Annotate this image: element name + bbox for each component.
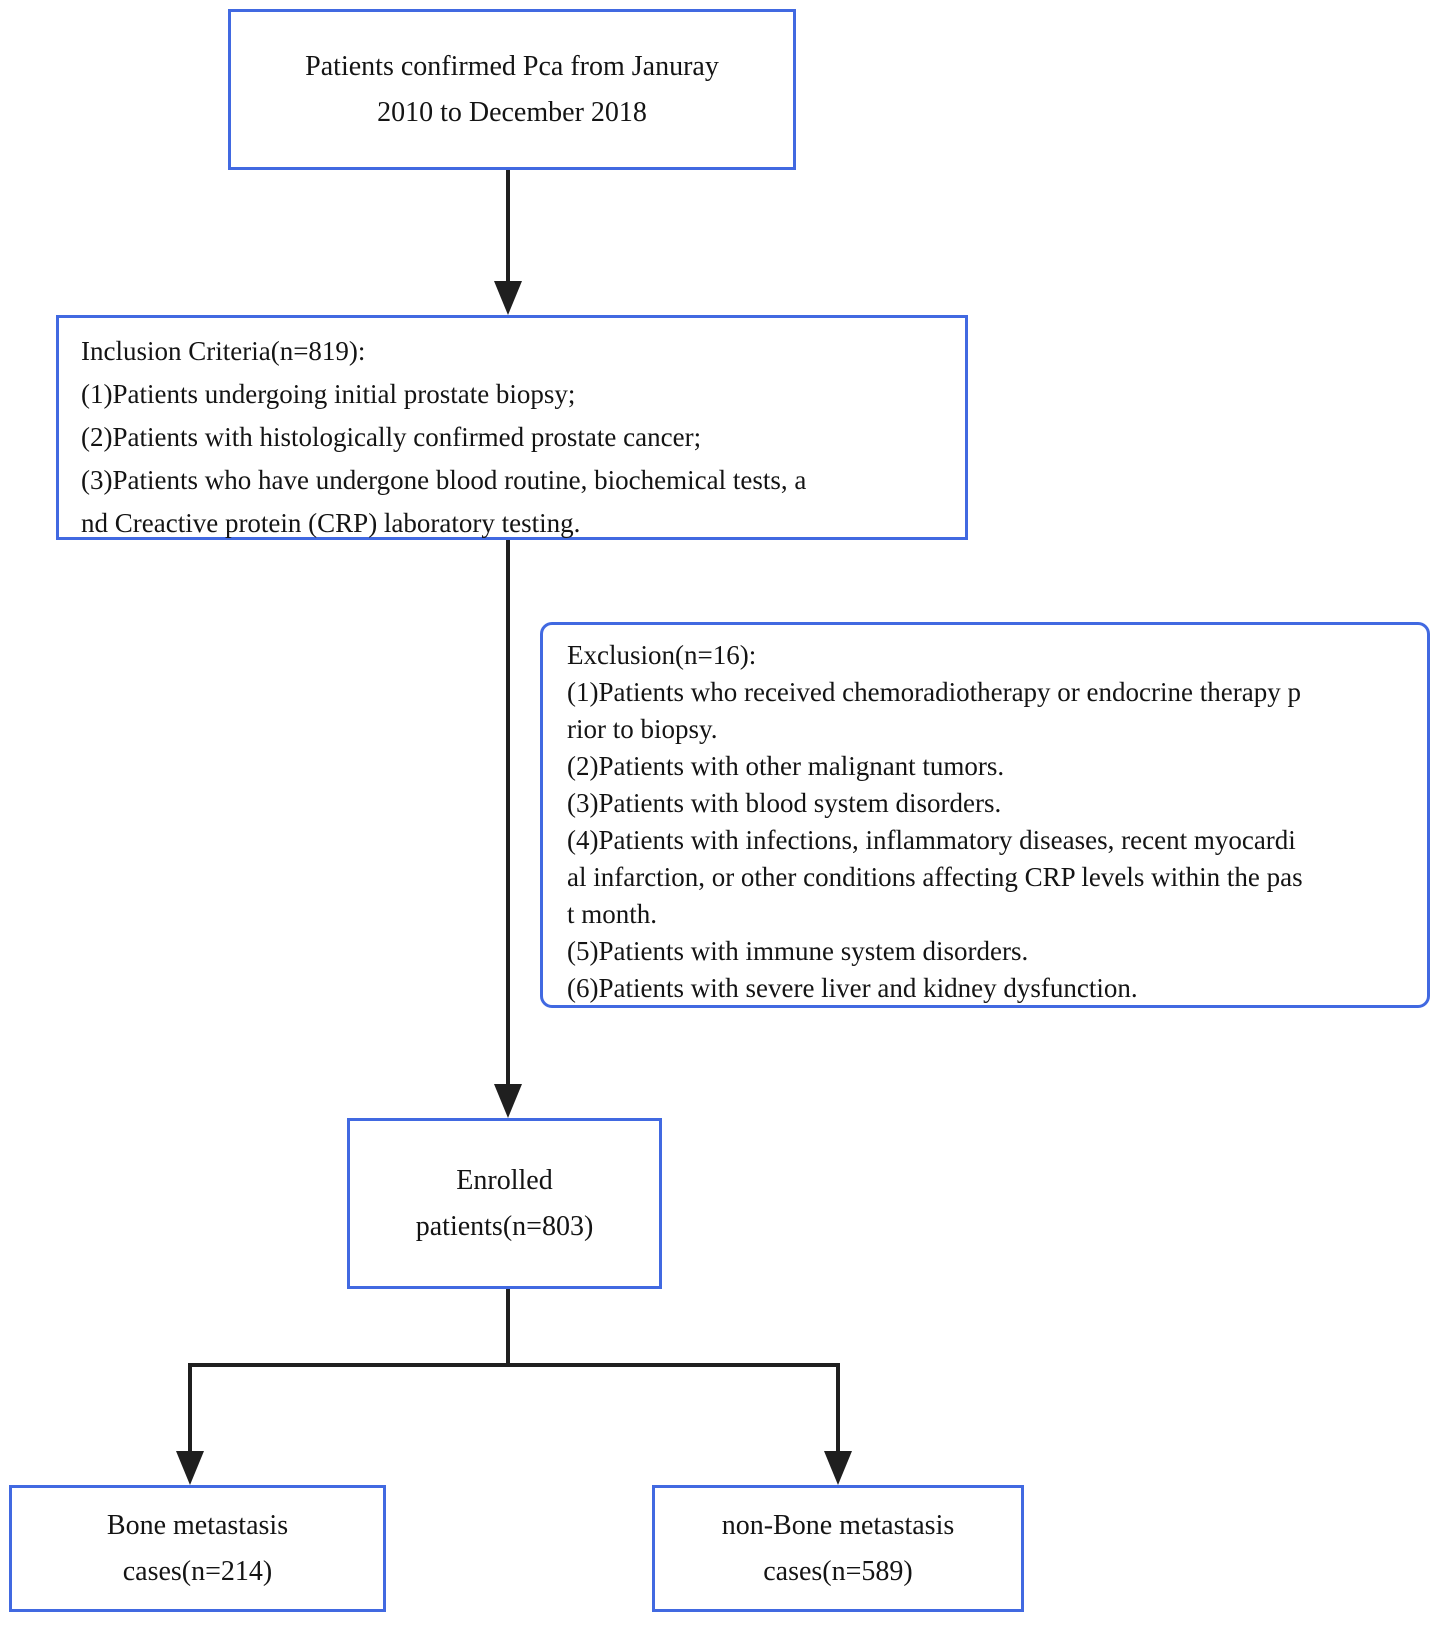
arrow-branch-to-bone-line [188, 1363, 192, 1454]
arrow-inclusion-to-enrolled-line [506, 540, 510, 1087]
text-line: al infarction, or other conditions affec… [567, 862, 1303, 892]
text-line: (6)Patients with severe liver and kidney… [567, 973, 1138, 1003]
text-line: Inclusion Criteria(n=819): [81, 336, 366, 366]
text-line: Patients confirmed Pca from Januray [305, 50, 719, 82]
text-line: 2010 to December 2018 [377, 96, 647, 128]
text-line: cases(n=214) [122, 1555, 273, 1587]
text-line: (2)Patients with other malignant tumors. [567, 751, 1005, 781]
box-inclusion-criteria: Inclusion Criteria(n=819): (1)Patients u… [56, 315, 968, 540]
text-line: Enrolled [456, 1164, 553, 1196]
box-non-bone-metastasis: non-Bone metastasis cases(n=589) [652, 1485, 1024, 1612]
text-line: patients(n=803) [415, 1210, 594, 1242]
text-line: cases(n=589) [763, 1555, 913, 1587]
box-exclusion: Exclusion(n=16): (1)Patients who receive… [540, 622, 1430, 1008]
arrow-down-icon [824, 1451, 852, 1485]
text-line: (1)Patients undergoing initial prostate … [81, 379, 576, 409]
text-line: (3)Patients with blood system disorders. [567, 788, 1002, 818]
box-patients-confirmed: Patients confirmed Pca from Januray 2010… [228, 9, 796, 170]
arrow-down-icon [494, 281, 522, 315]
text-line: t month. [567, 899, 658, 929]
text-line: rior to biopsy. [567, 714, 718, 744]
connector-branch [188, 1363, 840, 1367]
arrow-top-to-inclusion-line [506, 170, 510, 284]
text-line: Bone metastasis [106, 1509, 289, 1541]
text-line: (4)Patients with infections, inflammator… [567, 825, 1296, 855]
text-line: (5)Patients with immune system disorders… [567, 936, 1029, 966]
text-line: Exclusion(n=16): [567, 640, 757, 670]
box-bone-metastasis: Bone metastasis cases(n=214) [9, 1485, 386, 1612]
text-line: (1)Patients who received chemoradiothera… [567, 677, 1301, 707]
arrow-down-icon [494, 1084, 522, 1118]
arrow-branch-to-non-bone-line [836, 1363, 840, 1454]
text-line: non-Bone metastasis [721, 1509, 955, 1541]
text-line: (2)Patients with histologically confirme… [81, 422, 702, 452]
arrow-down-icon [176, 1451, 204, 1485]
box-enrolled-patients: Enrolled patients(n=803) [347, 1118, 662, 1289]
connector-enrolled-stem [506, 1289, 510, 1367]
text-line: (3)Patients who have undergone blood rou… [81, 465, 807, 495]
text-line: nd Creactive protein (CRP) laboratory te… [81, 508, 581, 538]
